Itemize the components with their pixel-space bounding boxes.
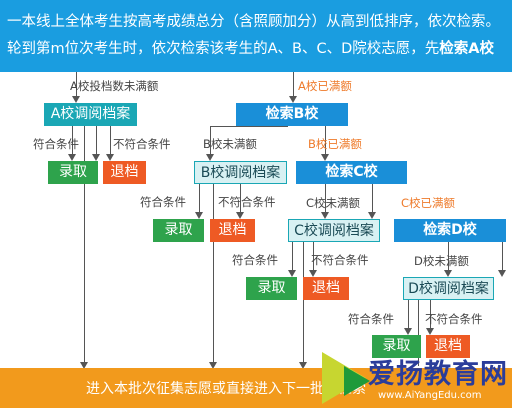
label-b-meets: 符合条件	[140, 195, 186, 209]
header-line-2-prefix: 轮到第m位次考生时，依次检索该考生的A、B、C、D院校志愿，先	[7, 41, 440, 57]
node-b-reject: 退档	[210, 219, 255, 242]
watermark-site-name: 爱扬教育网	[368, 359, 508, 390]
label-c-full: C校已满额	[401, 196, 456, 210]
node-d-reject: 退档	[426, 335, 470, 358]
label-d-meets: 符合条件	[348, 312, 394, 326]
node-a-review: A校调阅档案	[44, 103, 137, 126]
node-a-admit: 录取	[48, 161, 98, 184]
footer-text: 进入本批次征集志愿或直接进入下一批次检索	[86, 381, 366, 397]
node-d-review: D校调阅档案	[403, 277, 494, 300]
footer-banner: 进入本批次征集志愿或直接进入下一批次检索	[0, 368, 512, 408]
label-d-not-full: D校未满额	[414, 254, 469, 268]
label-c-not-full: C校未满额	[306, 196, 361, 210]
watermark-logo: 爱扬教育网 www.AiYangEdu.com	[276, 350, 512, 408]
node-d-search: 检索D校	[394, 219, 506, 242]
node-b-review: B校调阅档案	[194, 161, 287, 184]
watermark-triangle-inner-icon	[344, 366, 370, 396]
header-line-1: 一本线上全体考生按高考成绩总分（含照顾加分）从高到低排序，依次检索。	[7, 14, 500, 30]
node-c-admit: 录取	[246, 277, 297, 300]
node-d-admit: 录取	[372, 335, 421, 358]
label-c-not-meets: 不符合条件	[311, 253, 369, 267]
header-banner: 一本线上全体考生按高考成绩总分（含照顾加分）从高到低排序，依次检索。 轮到第m位…	[0, 0, 512, 72]
label-a-meets: 符合条件	[33, 137, 79, 151]
header-line-2: 轮到第m位次考生时，依次检索该考生的A、B、C、D院校志愿，先检索A校	[7, 37, 494, 58]
node-b-search: 检索B校	[236, 103, 348, 126]
watermark-url: www.AiYangEdu.com	[378, 390, 482, 401]
node-c-review: C校调阅档案	[288, 219, 380, 242]
label-d-not-meets: 不符合条件	[425, 312, 483, 326]
label-b-not-meets: 不符合条件	[218, 195, 276, 209]
label-a-not-meets: 不符合条件	[113, 137, 171, 151]
node-b-admit: 录取	[153, 219, 204, 242]
node-c-reject: 退档	[303, 277, 349, 300]
node-c-search: 检索C校	[296, 161, 407, 184]
label-b-not-full: B校未满额	[203, 137, 257, 151]
header-line-2-bold: 检索A校	[439, 41, 495, 57]
label-b-full: B校已满额	[308, 137, 362, 151]
label-a-not-full: A校投档数未满额	[70, 79, 159, 93]
label-a-full: A校已满额	[298, 79, 352, 93]
label-c-meets: 符合条件	[232, 253, 278, 267]
node-a-reject: 退档	[103, 161, 146, 184]
